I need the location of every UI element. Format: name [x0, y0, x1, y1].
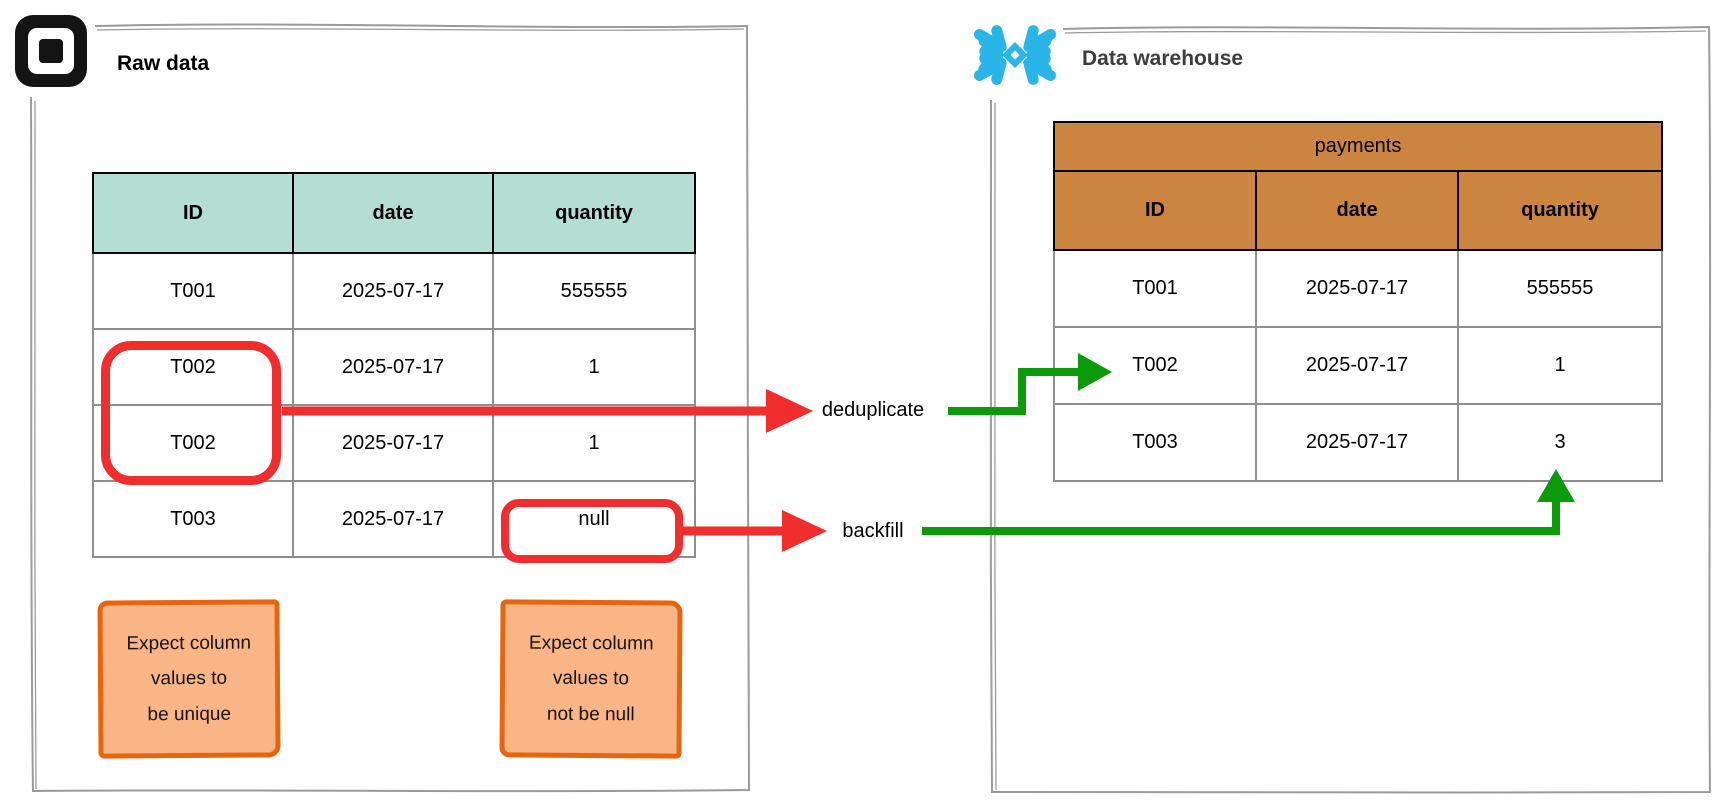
wh-column-header-id: ID [1053, 170, 1257, 251]
expectation-note-not-null: Expect column values to not be null [499, 599, 683, 759]
null-value-highlight-box [501, 499, 683, 563]
table-row: T002 2025-07-17 1 [1053, 326, 1664, 405]
table-cell: 2025-07-17 [292, 328, 494, 406]
table-cell: 2025-07-17 [292, 480, 494, 558]
snowflake-icon [973, 25, 1057, 85]
table-cell: T001 [92, 252, 294, 330]
payments-title-row: payments [1052, 121, 1664, 172]
table-row: T003 2025-07-17 3 [1053, 403, 1664, 482]
table-cell: 1 [492, 328, 696, 406]
expectation-note-text: Expect column values to be unique [126, 632, 252, 725]
table-cell: T002 [1053, 326, 1257, 405]
wh-column-header-quantity: quantity [1456, 170, 1664, 251]
table-cell: T003 [92, 480, 294, 558]
expectation-note-unique: Expect column values to be unique [97, 599, 281, 759]
table-cell: 555555 [492, 252, 696, 330]
table-cell: 555555 [1456, 249, 1664, 328]
table-cell: 3 [1456, 403, 1664, 482]
table-row: T001 2025-07-17 555555 [92, 252, 696, 330]
table-cell: T003 [1053, 403, 1257, 482]
table-cell: 1 [1456, 326, 1664, 405]
payments-header-row: ID date quantity [1053, 170, 1664, 251]
table-cell: 2025-07-17 [1255, 249, 1459, 328]
expectation-note-text: Expect column values to not be null [528, 632, 654, 725]
table-row: T001 2025-07-17 555555 [1053, 249, 1664, 328]
raw-table-header-row: ID date quantity [92, 172, 696, 254]
table-cell: 2025-07-17 [1255, 403, 1459, 482]
table-cell: T001 [1053, 249, 1257, 328]
data-warehouse-title: Data warehouse [1082, 47, 1244, 70]
deduplicate-label: deduplicate [821, 399, 925, 421]
wh-column-header-date: date [1255, 170, 1459, 251]
payments-table: payments ID date quantity T001 2025-07-1… [1052, 121, 1664, 482]
payments-table-title: payments [1052, 121, 1664, 172]
table-cell: 2025-07-17 [292, 252, 494, 330]
raw-column-header-date: date [292, 172, 494, 254]
square-logo-inner [28, 28, 74, 74]
raw-data-title: Raw data [117, 52, 210, 75]
table-cell: 2025-07-17 [1255, 326, 1459, 405]
square-logo-icon [15, 15, 87, 87]
table-cell: 2025-07-17 [292, 404, 494, 482]
square-logo-center [39, 39, 63, 63]
duplicate-ids-highlight-box [101, 341, 281, 485]
raw-column-header-quantity: quantity [492, 172, 696, 254]
backfill-label: backfill [842, 520, 904, 542]
table-cell: 1 [492, 404, 696, 482]
raw-column-header-id: ID [92, 172, 294, 254]
